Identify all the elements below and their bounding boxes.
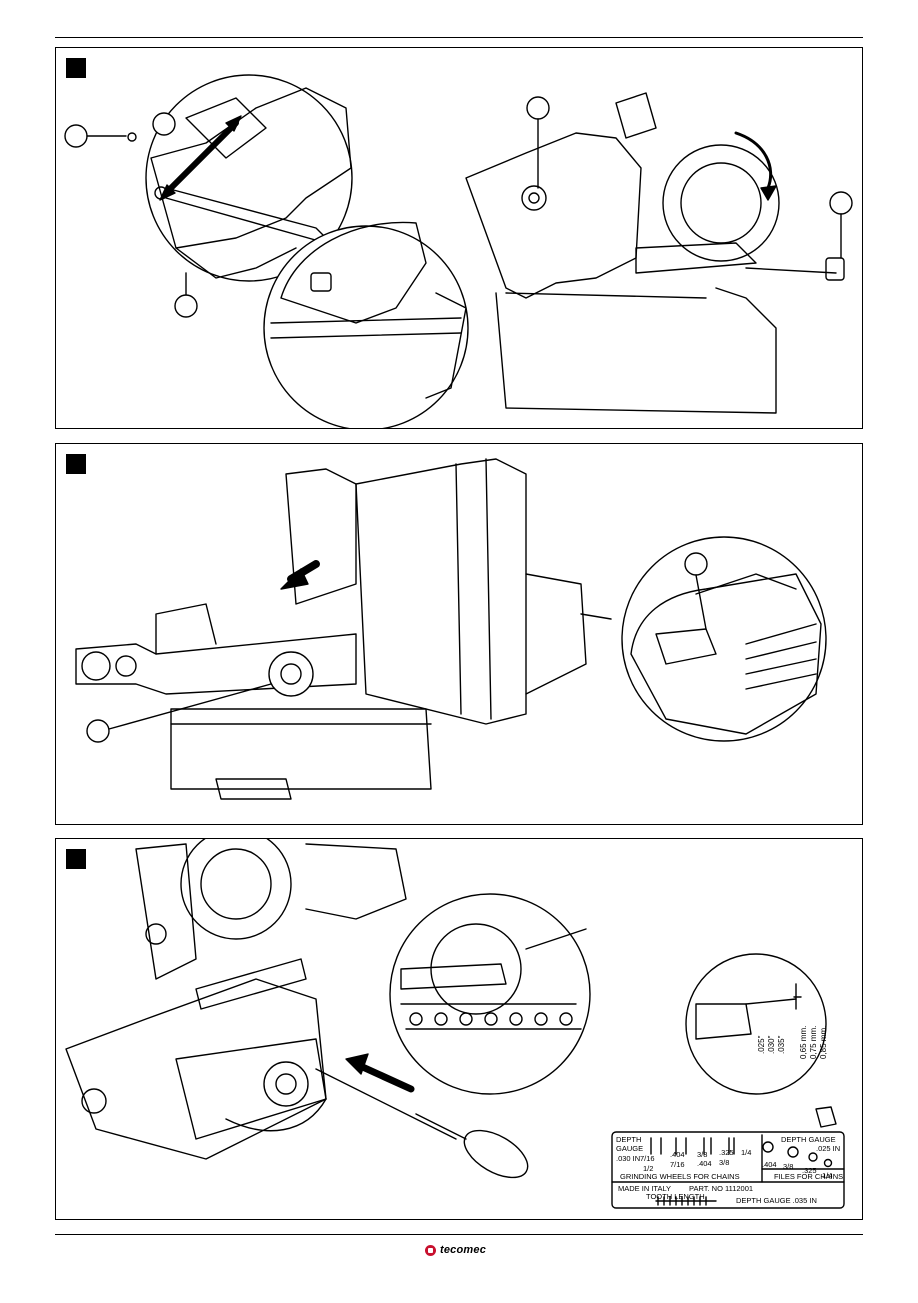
grinding-label: GRINDING WHEELS FOR CHAINS <box>620 1172 740 1181</box>
files-label: FILES FOR CHAINS <box>774 1172 843 1181</box>
depth-mm-1: 0,65 mm. <box>799 1026 808 1059</box>
file-size-2: 3/8 <box>783 1162 793 1171</box>
wheel-size-row2-4: 3/8 <box>719 1158 729 1167</box>
right-depth-label: DEPTH GAUGE <box>781 1135 836 1144</box>
figure-marker-2 <box>66 454 86 474</box>
wheel-size-row2-1: 1/2 <box>643 1164 653 1173</box>
depth-value-3: .035" <box>777 1035 786 1054</box>
depth-mm-3: 0,85 mm. <box>819 1026 828 1059</box>
wheel-size-2: .404 <box>670 1150 685 1159</box>
tooth-length-label: TOOTH LENGTH <box>646 1192 705 1201</box>
brand-mark-icon <box>425 1244 436 1256</box>
figure-marker-1 <box>66 58 86 78</box>
depth-value-2: .030" <box>767 1035 776 1054</box>
figure-panel-1 <box>55 47 863 429</box>
figure-panel-3: .025" .030" .035" 0,65 mm. 0,75 mm. 0,85… <box>55 838 863 1220</box>
depth-chart: .025" .030" .035" 0,65 mm. 0,75 mm. 0,85… <box>757 1026 828 1059</box>
bottom-rule <box>55 1234 863 1235</box>
gauge-plate: DEPTH GAUGE .030 IN 7/16 .404 3/8 .325 1… <box>616 1135 843 1205</box>
figure-panel-2 <box>55 443 863 825</box>
bottom-depth-label: DEPTH GAUGE .035 IN <box>736 1196 817 1205</box>
file-size-4: 1/4 <box>822 1171 832 1180</box>
top-rule <box>55 37 863 38</box>
made-in-label: MADE IN ITALY <box>618 1184 671 1193</box>
figure-1-illustration <box>64 74 853 428</box>
gauge-depth-label-1: DEPTH <box>616 1135 641 1144</box>
figure-3-illustration: .025" .030" .035" 0,65 mm. 0,75 mm. 0,85… <box>65 839 845 1209</box>
wheel-size-row2-3: .404 <box>697 1159 712 1168</box>
wheel-size-row2-2: 7/16 <box>670 1160 685 1169</box>
wheel-size-3: 3/8 <box>697 1150 707 1159</box>
figure-2-illustration <box>75 458 827 800</box>
wheel-size-5: 1/4 <box>741 1148 751 1157</box>
wheel-size-4: .325 <box>719 1148 734 1157</box>
wheel-size-1: 7/16 <box>640 1154 655 1163</box>
file-size-1: .404 <box>762 1160 777 1169</box>
part-no-label: PART. NO 1112001 <box>689 1184 753 1193</box>
depth-mm-2: 0,75 mm. <box>809 1026 818 1059</box>
right-depth-value: .025 IN <box>816 1144 840 1153</box>
brand-name: tecomec <box>440 1244 487 1256</box>
gauge-depth-value: .030 IN <box>616 1154 640 1163</box>
gauge-depth-label-2: GAUGE <box>616 1144 643 1153</box>
figure-marker-3 <box>66 849 86 869</box>
file-size-3: .325 <box>802 1166 817 1175</box>
brand-logo: tecomec <box>425 1244 486 1256</box>
depth-value-1: .025" <box>757 1035 766 1054</box>
